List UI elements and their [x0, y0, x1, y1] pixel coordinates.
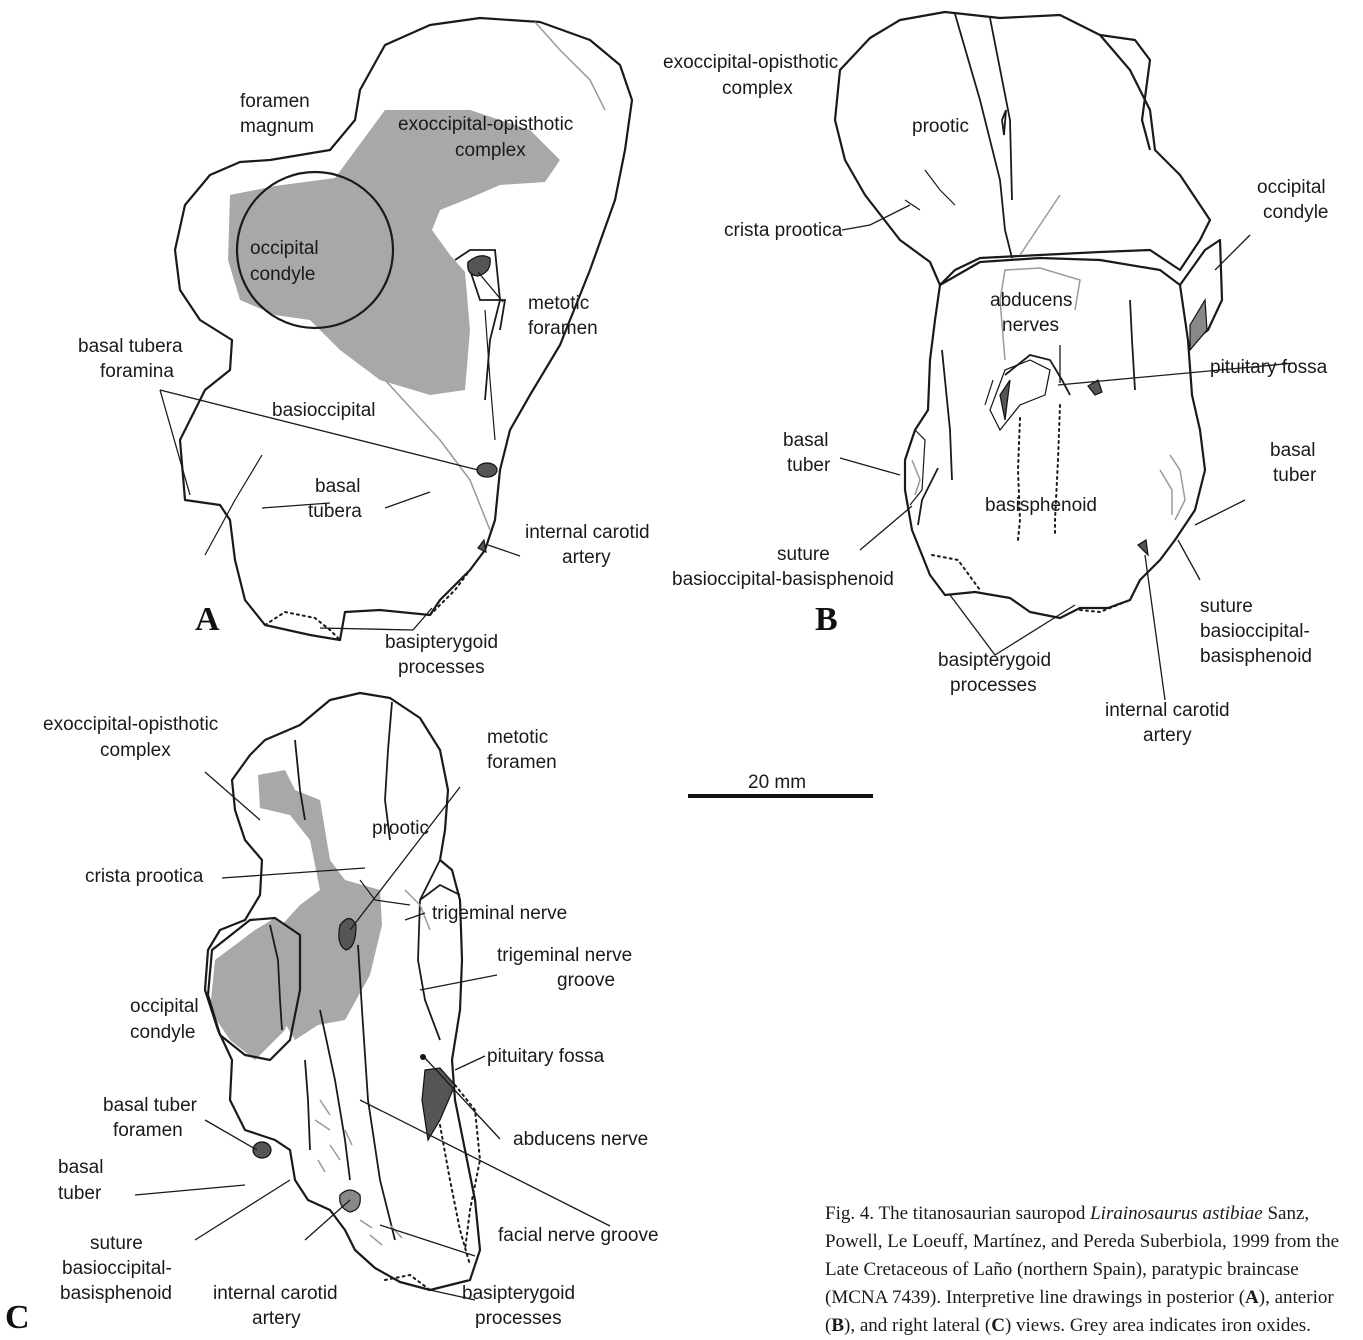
label-a-basipterygoid: basipterygoid	[385, 632, 498, 653]
label-a-exoccipital: exoccipital-opisthotic	[398, 114, 573, 135]
label-c-basal-tuber-foramen: basal tuber	[103, 1095, 198, 1116]
label-c-trigeminal-groove: trigeminal nerve	[497, 945, 632, 966]
label-c-occipital-condyle: occipital	[130, 996, 199, 1017]
svg-text:foramen: foramen	[528, 318, 598, 339]
svg-text:foramen: foramen	[113, 1120, 183, 1141]
svg-text:tuber: tuber	[1273, 465, 1317, 486]
label-c-exoccipital: exoccipital-opisthotic	[43, 714, 218, 735]
svg-text:artery: artery	[562, 547, 611, 568]
panel-label-a: A	[195, 601, 220, 638]
panel-c-drawing	[135, 693, 610, 1300]
label-b-exoccipital: exoccipital-opisthotic	[663, 52, 838, 73]
label-b-suture-left: suture	[777, 544, 830, 565]
svg-text:groove: groove	[557, 970, 615, 991]
svg-text:condyle: condyle	[130, 1022, 196, 1043]
label-c-pituitary-fossa: pituitary fossa	[487, 1046, 605, 1067]
svg-text:basisphenoid: basisphenoid	[1200, 646, 1312, 667]
scale-bar: 20 mm	[688, 772, 873, 796]
svg-text:processes: processes	[398, 657, 485, 678]
svg-text:processes: processes	[475, 1308, 562, 1329]
panel-label-b: B	[815, 601, 838, 638]
label-a-foramen-magnum: foramen	[240, 91, 310, 112]
svg-text:tubera: tubera	[308, 501, 362, 522]
label-a-basioccipital: basioccipital	[272, 400, 376, 421]
svg-text:complex: complex	[722, 78, 793, 99]
svg-text:processes: processes	[950, 675, 1037, 696]
svg-text:complex: complex	[100, 740, 171, 761]
label-c-metotic-foramen: metotic	[487, 727, 548, 748]
svg-text:basioccipital-: basioccipital-	[62, 1258, 172, 1279]
label-c-facial-nerve-groove: facial nerve groove	[498, 1225, 659, 1246]
label-b-abducens-nerves: abducens	[990, 290, 1072, 311]
panel-c-labels: exoccipital-opisthotic complex metotic f…	[5, 714, 659, 1333]
svg-text:foramen: foramen	[487, 752, 557, 773]
label-c-basipterygoid: basipterygoid	[462, 1283, 575, 1304]
label-b-basisphenoid: basisphenoid	[985, 495, 1097, 516]
svg-text:complex: complex	[455, 140, 526, 161]
label-a-occipital-condyle: occipital	[250, 238, 319, 259]
label-c-internal-carotid: internal carotid	[213, 1283, 338, 1304]
label-a-metotic-foramen: metotic	[528, 293, 589, 314]
label-b-basipterygoid: basipterygoid	[938, 650, 1051, 671]
label-c-suture: suture	[90, 1233, 143, 1254]
svg-text:artery: artery	[252, 1308, 301, 1329]
label-c-prootic: prootic	[372, 818, 429, 839]
svg-text:tuber: tuber	[58, 1183, 102, 1204]
svg-text:artery: artery	[1143, 725, 1192, 746]
label-b-prootic: prootic	[912, 116, 969, 137]
label-b-basal-tuber-right: basal	[1270, 440, 1315, 461]
scale-bar-label: 20 mm	[748, 772, 806, 793]
svg-text:basisphenoid: basisphenoid	[60, 1283, 172, 1304]
label-c-basal-tuber: basal	[58, 1157, 103, 1178]
svg-text:condyle: condyle	[250, 264, 316, 285]
label-c-crista-prootica: crista prootica	[85, 866, 204, 887]
svg-text:basioccipital-basisphenoid: basioccipital-basisphenoid	[672, 569, 894, 590]
label-c-abducens-nerve: abducens nerve	[513, 1129, 648, 1150]
svg-text:magnum: magnum	[240, 116, 314, 137]
figure-caption: Fig. 4. The titanosaurian sauropod Lirai…	[825, 1200, 1355, 1340]
svg-text:foramina: foramina	[100, 361, 174, 382]
svg-text:condyle: condyle	[1263, 202, 1329, 223]
label-a-basal-tubera-foramina: basal tubera	[78, 336, 183, 357]
svg-text:tuber: tuber	[787, 455, 831, 476]
label-b-occipital-condyle: occipital	[1257, 177, 1326, 198]
panel-label-c: C	[5, 1299, 30, 1333]
label-b-basal-tuber-left: basal	[783, 430, 828, 451]
label-a-basal-tubera: basal	[315, 476, 360, 497]
label-b-internal-carotid: internal carotid	[1105, 700, 1230, 721]
label-b-suture-right: suture	[1200, 596, 1253, 617]
svg-text:nerves: nerves	[1002, 315, 1059, 336]
label-b-pituitary-fossa: pituitary fossa	[1210, 357, 1328, 378]
label-c-trigeminal-nerve: trigeminal nerve	[432, 903, 567, 924]
label-b-crista-prootica: crista prootica	[724, 220, 843, 241]
svg-text:basioccipital-: basioccipital-	[1200, 621, 1310, 642]
label-a-internal-carotid: internal carotid	[525, 522, 650, 543]
